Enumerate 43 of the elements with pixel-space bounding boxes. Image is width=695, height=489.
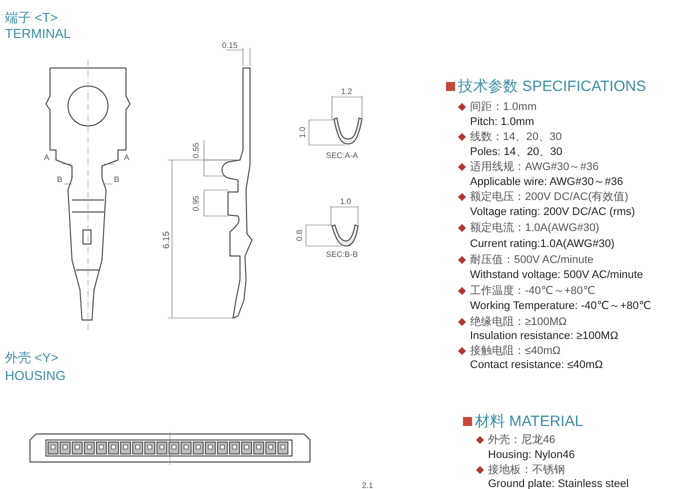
spec-line: Poles: 14、20、30 xyxy=(470,146,562,158)
spec-line: Voltage rating: 200V DC/AC (rms) xyxy=(470,206,636,218)
spec-line: 绝缘电阻：≥100MΩ xyxy=(470,316,567,328)
spec-line: 耐压值：500V AC/minute xyxy=(470,254,594,266)
spec-line: 适用线规：AWG#30～#36 xyxy=(470,161,599,174)
spec-line: Contact resistance: ≤40mΩ xyxy=(470,359,603,372)
spec-line: 接触电阻：≤40mΩ xyxy=(470,345,561,358)
material-line: Housing: Nylon46 xyxy=(488,449,575,462)
spec-line: Insulation resistance: ≥100MΩ xyxy=(470,330,618,342)
spec-line: 线数：14、20、30 xyxy=(470,131,562,144)
dimension-label: 0.95 xyxy=(192,195,202,211)
section-letter: B xyxy=(114,176,120,184)
section-letter: A xyxy=(44,154,50,162)
section-letter: A xyxy=(124,154,130,162)
heading: 端子 <T> xyxy=(5,11,58,26)
material-line: Ground plate: Stainless steel xyxy=(488,478,629,489)
spec-line: 间距：1.0mm xyxy=(470,101,537,114)
material-line: 外壳：尼龙46 xyxy=(488,434,556,446)
spec-line: 工作温度：-40℃～+80℃ xyxy=(470,285,596,298)
spec-line: 额定电流：1.0A(AWG#30) xyxy=(470,222,600,234)
heading: 外壳 <Y> xyxy=(5,351,58,366)
spec-line: Pitch: 1.0mm xyxy=(470,116,534,128)
section-label: SEC:B-B xyxy=(326,250,358,260)
heading: 材料 MATERIAL xyxy=(475,414,584,430)
dimension-label: 6.15 xyxy=(162,231,172,249)
heading: 技术参数 SPECIFICATIONS xyxy=(458,78,646,95)
dimension-label: 0.55 xyxy=(192,142,202,158)
spec-line: Working Temperature: -40℃～+80℃ xyxy=(470,300,652,312)
dimension-label: 0.8 xyxy=(296,229,304,240)
dimension-label: 1.0 xyxy=(298,126,308,138)
spec-line: Withstand voltage: 500V AC/minute xyxy=(470,269,644,282)
heading: TERMINAL xyxy=(5,27,71,42)
spec-line: Current rating:1.0A(AWG#30) xyxy=(470,238,614,250)
spec-line: Applicable wire: AWG#30～#36 xyxy=(470,176,624,188)
dimension-label: 2.1 xyxy=(362,482,374,489)
section-label: SEC:A-A xyxy=(326,152,358,160)
section-letter: B xyxy=(57,176,62,184)
material-line: 接地板：不锈钢 xyxy=(488,464,565,476)
heading: HOUSING xyxy=(5,369,66,384)
spec-line: 额定电压：200V DC/AC(有效值) xyxy=(470,191,628,204)
dimension-label: 1.0 xyxy=(340,198,352,206)
dimension-label: 0.15 xyxy=(222,42,238,50)
dimension-label: 1.2 xyxy=(341,88,352,96)
